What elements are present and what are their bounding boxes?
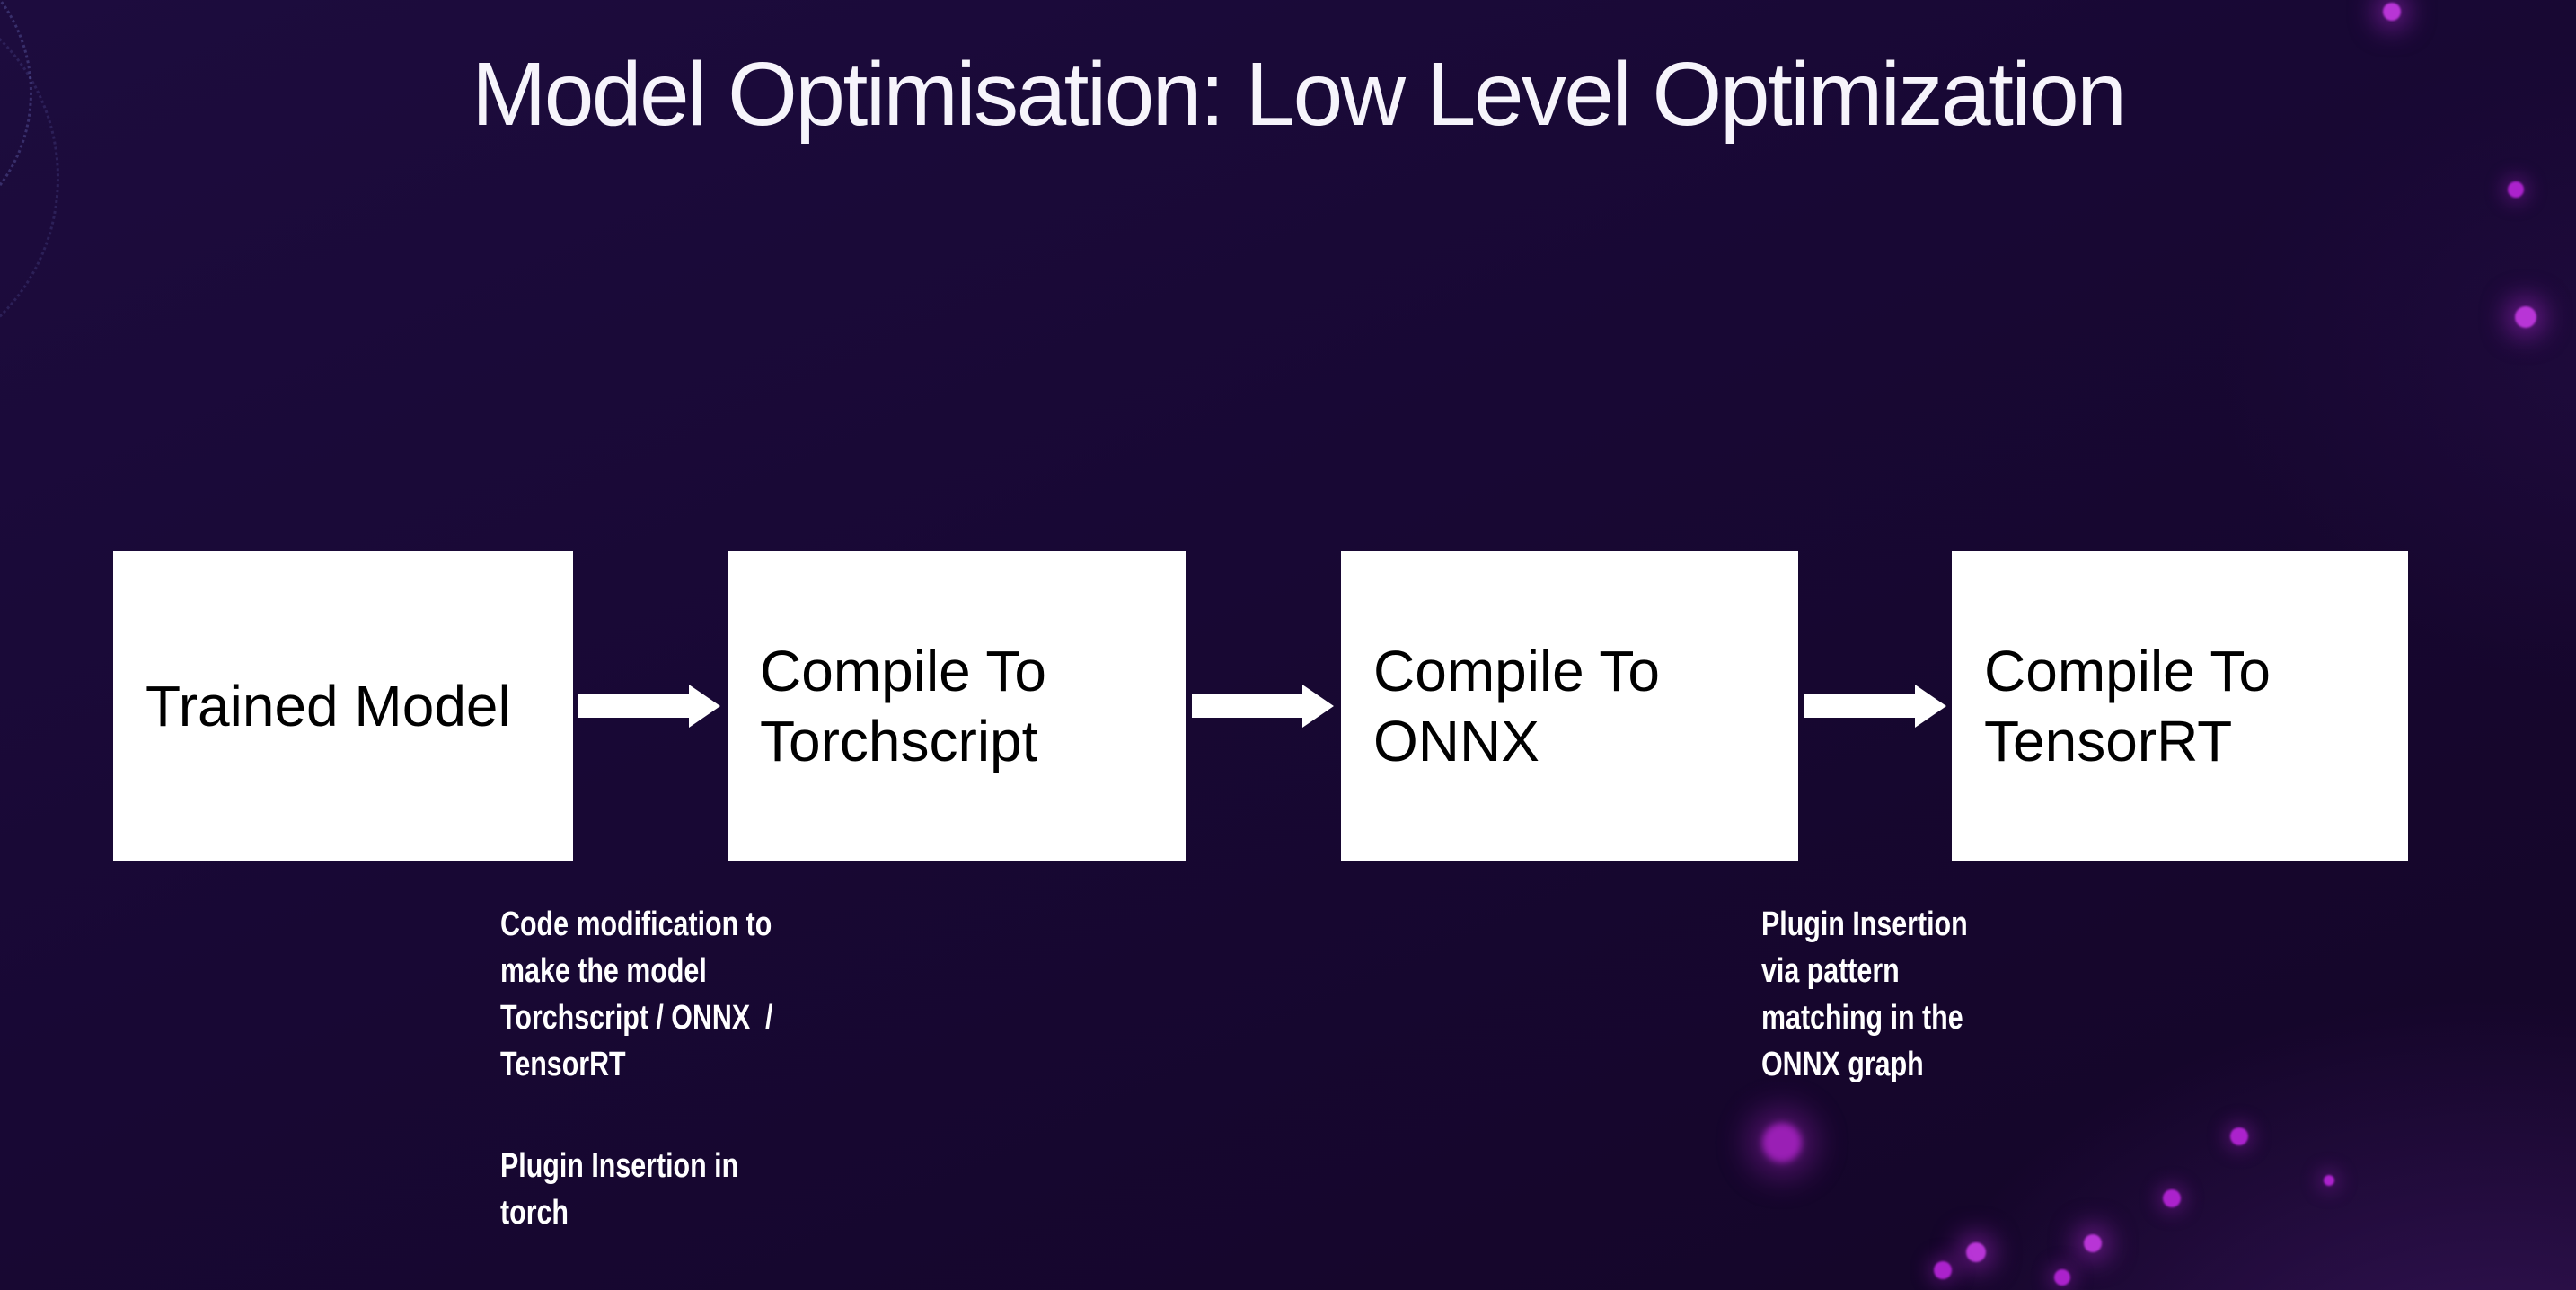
arrow-right-icon (1192, 685, 1334, 728)
flow-node-compile-onnx: Compile To ONNX (1341, 551, 1798, 861)
glow-dot (2324, 1175, 2334, 1186)
annotation-paragraph: Plugin Insertion via pattern matching in… (1761, 906, 1968, 1083)
glow-dot (2515, 306, 2536, 328)
arrow-right-icon (578, 685, 720, 728)
glow-dot (2230, 1127, 2248, 1145)
flow-node-compile-torchscript: Compile To Torchscript (728, 551, 1186, 861)
decorative-dotted-arc (0, 0, 59, 374)
annotation-paragraph: Code modification to make the model Torc… (500, 906, 773, 1083)
decorative-dotted-arc (0, 0, 32, 248)
flow-node-compile-tensorrt: Compile To TensorRT (1952, 551, 2408, 861)
glow-dot (2163, 1189, 2181, 1207)
annotation-torchscript-note: Code modification to make the model Torc… (500, 901, 772, 1236)
flow-node-label: Trained Model (146, 674, 511, 738)
annotation-tensorrt-note: Plugin Insertion via pattern matching in… (1761, 901, 1968, 1088)
glow-dot (2084, 1234, 2102, 1252)
glow-dot (1966, 1242, 1986, 1262)
slide-title: Model Optimisation: Low Level Optimizati… (472, 44, 2127, 145)
flow-node-label: Compile To Torchscript (760, 639, 1046, 773)
glow-dot (1762, 1123, 1802, 1162)
glow-dot (2054, 1269, 2070, 1286)
flow-node-label: Compile To ONNX (1373, 639, 1660, 773)
glow-dot (1934, 1261, 1952, 1279)
annotation-paragraph: Plugin Insertion in torch (500, 1147, 739, 1232)
flow-node-trained-model: Trained Model (113, 551, 573, 861)
arrow-right-icon (1804, 685, 1946, 728)
glow-dot (2508, 181, 2524, 198)
glow-dot (2383, 3, 2401, 21)
flow-node-label: Compile To TensorRT (1984, 639, 2271, 773)
